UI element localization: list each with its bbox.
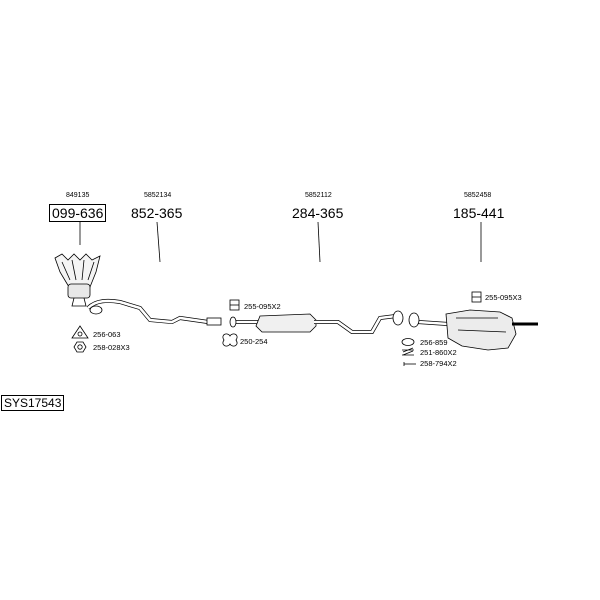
spring-icon <box>402 347 414 356</box>
part-number[interactable]: 185-441 <box>453 205 505 221</box>
front-pipe-icon <box>86 298 222 326</box>
system-code: SYS17543 <box>1 395 65 411</box>
center-silencer-icon <box>229 313 397 334</box>
oe-number: 849135 <box>66 192 90 199</box>
accessory-label[interactable]: 256-859 <box>420 338 448 347</box>
flange-gasket-icon <box>408 312 420 328</box>
flange-gasket-icon <box>392 310 404 326</box>
accessory-label[interactable]: 258-794X2 <box>420 359 457 368</box>
flange-gasket-icon <box>89 305 103 315</box>
part-number-selected[interactable]: 099-636 <box>49 204 107 222</box>
oe-number: 5852112 <box>305 192 332 199</box>
nut-icon <box>73 341 87 353</box>
accessory-label[interactable]: 251-860X2 <box>420 348 457 357</box>
oe-number: 5852134 <box>144 192 172 199</box>
leader-line <box>317 221 321 263</box>
accessory-label[interactable]: 255-095X2 <box>244 302 281 311</box>
part-number[interactable]: 852-365 <box>131 205 183 221</box>
gasket-triangle-icon <box>71 325 89 339</box>
oe-number: 5852458 <box>464 192 492 199</box>
sealing-ring-icon <box>401 338 415 346</box>
part-number[interactable]: 284-365 <box>292 205 344 221</box>
rubber-hanger-icon <box>222 333 238 347</box>
leader-line <box>156 221 161 263</box>
accessory-label[interactable]: 256-063 <box>93 330 121 339</box>
exhaust-manifold-icon <box>54 253 101 307</box>
accessory-label[interactable]: 258-028X3 <box>93 343 130 352</box>
rear-silencer-icon <box>417 309 538 351</box>
accessory-label[interactable]: 255-095X3 <box>485 293 522 302</box>
accessory-label[interactable]: 250-254 <box>240 337 268 346</box>
